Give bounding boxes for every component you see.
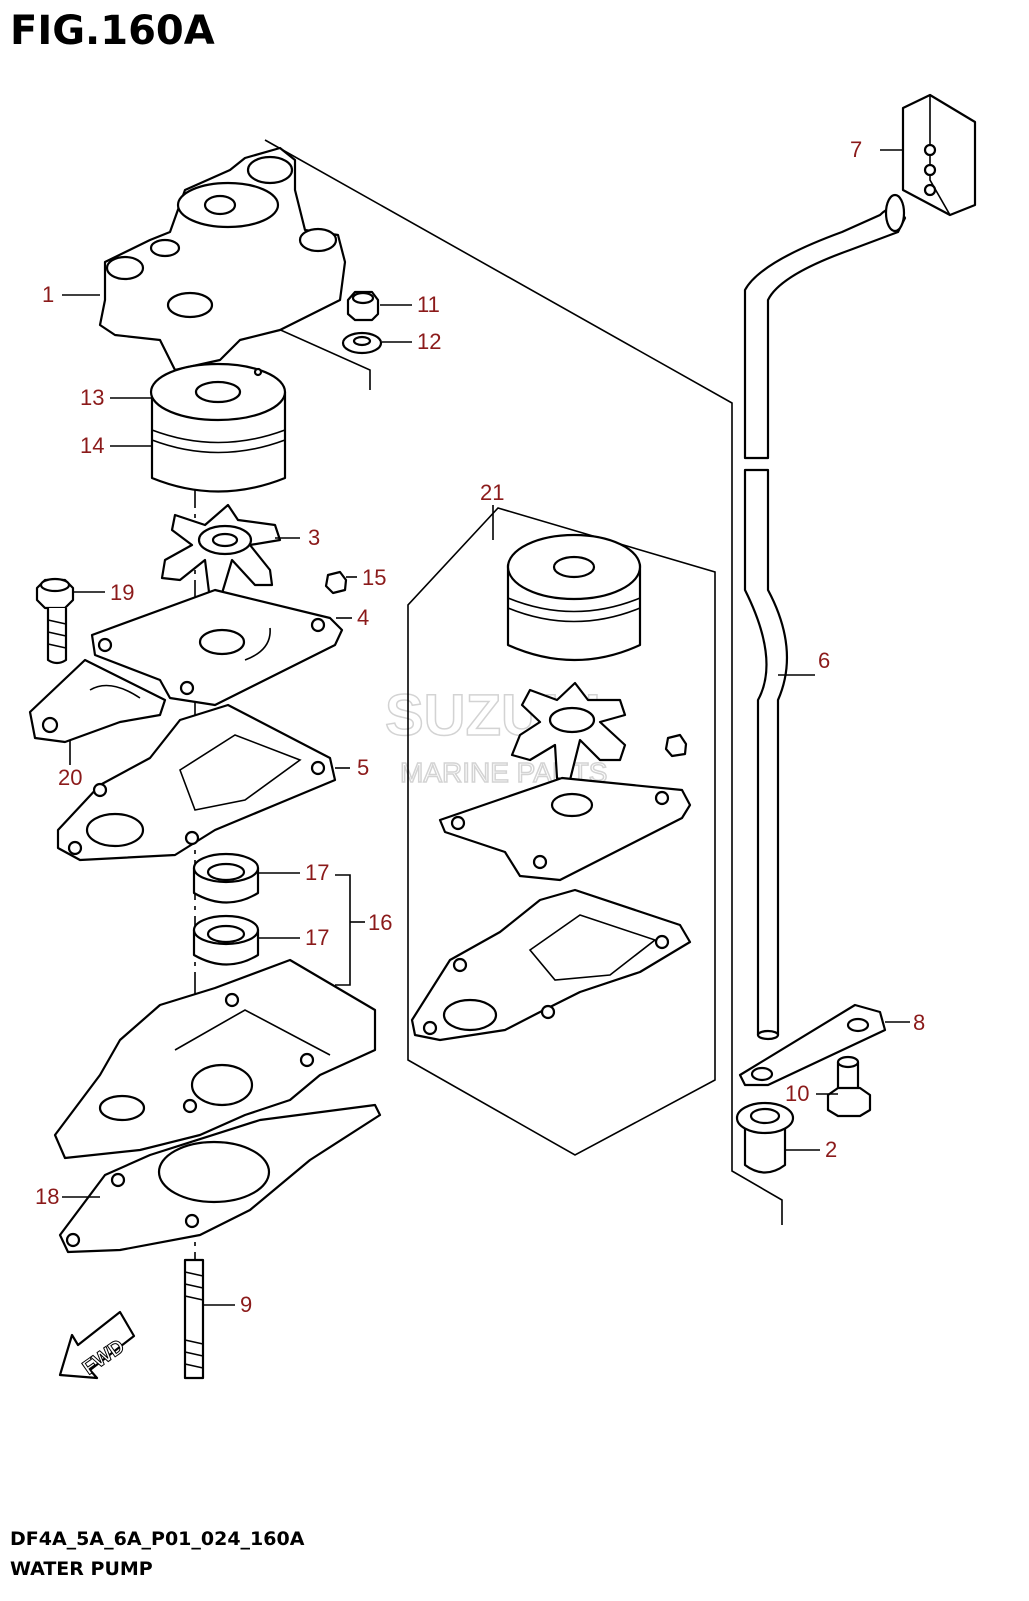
water-tube-part-6 xyxy=(743,193,907,1041)
callout-4: 4 xyxy=(357,605,369,630)
figure-name: WATER PUMP xyxy=(10,1558,153,1580)
impeller-part-3 xyxy=(160,503,282,602)
washer-part-12 xyxy=(341,331,383,355)
assembly-bracket-line xyxy=(264,139,783,1225)
grommet-part-7 xyxy=(901,93,977,217)
callout-13: 13 xyxy=(80,385,104,410)
callout-20: 20 xyxy=(58,765,82,790)
leader-lines xyxy=(62,149,910,1306)
callout-17-upper: 17 xyxy=(305,860,329,885)
bolt-part-19 xyxy=(35,577,75,665)
kit-liner-21 xyxy=(506,533,642,662)
callout-12: 12 xyxy=(417,329,441,354)
callout-1: 1 xyxy=(42,282,54,307)
kit-key-21 xyxy=(664,733,688,758)
plate-part-20 xyxy=(28,658,167,744)
bolt-part-10 xyxy=(826,1055,872,1118)
callout-17-lower: 17 xyxy=(305,925,329,950)
callout-11: 11 xyxy=(417,292,440,317)
kit-gasket-21 xyxy=(410,888,692,1042)
callout-labels: 1 2 3 4 5 6 7 8 9 10 11 12 13 14 15 16 1… xyxy=(35,137,925,1317)
figure-title: FIG.160A xyxy=(10,8,215,54)
pump-case-part-1 xyxy=(98,146,347,372)
callout-6: 6 xyxy=(818,648,830,673)
repair-kit-outline xyxy=(407,507,716,1156)
key-part-15 xyxy=(324,570,348,595)
nut-part-11 xyxy=(346,290,380,322)
callout-7: 7 xyxy=(850,137,862,162)
figure-code: DF4A_5A_6A_P01_024_160A xyxy=(10,1528,305,1550)
bracket-part-16 xyxy=(335,874,351,986)
callout-3: 3 xyxy=(308,525,320,550)
bushing-part-2 xyxy=(735,1101,795,1174)
pump-plate-part-4 xyxy=(90,588,344,707)
oil-seal-part-17-upper xyxy=(192,852,260,904)
gasket-part-18 xyxy=(58,1103,382,1254)
impeller-liner-part-13-14 xyxy=(149,362,287,493)
callout-21: 21 xyxy=(480,480,504,505)
callout-5: 5 xyxy=(357,755,369,780)
callout-15: 15 xyxy=(362,565,386,590)
lower-pump-case xyxy=(53,958,377,1160)
callout-2: 2 xyxy=(825,1137,837,1162)
callout-14: 14 xyxy=(80,433,104,458)
callout-19: 19 xyxy=(110,580,134,605)
callout-8: 8 xyxy=(913,1010,925,1035)
oil-seal-part-17-lower xyxy=(192,914,260,966)
callout-16: 16 xyxy=(368,910,392,935)
stud-part-9 xyxy=(183,1258,205,1380)
gasket-part-5 xyxy=(56,703,337,862)
callout-10: 10 xyxy=(785,1081,809,1106)
callout-9: 9 xyxy=(240,1292,252,1317)
clamp-part-8 xyxy=(738,1003,887,1087)
callout-18: 18 xyxy=(35,1184,59,1209)
forward-arrow: FWD xyxy=(58,1310,136,1380)
kit-plate-21 xyxy=(438,776,692,882)
